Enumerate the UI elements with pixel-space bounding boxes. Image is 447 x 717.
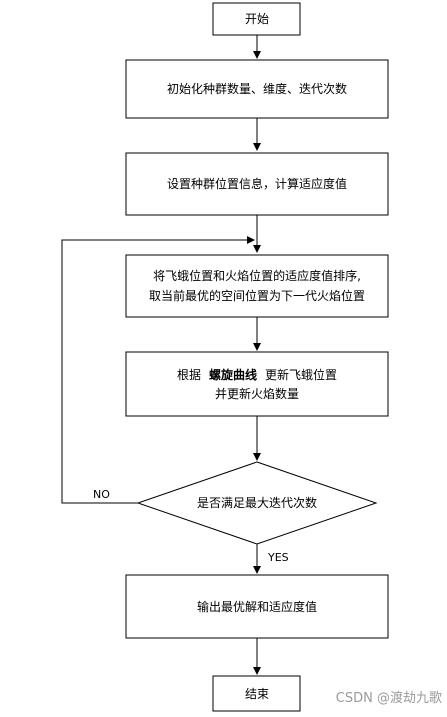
edge-label-no: NO xyxy=(93,488,110,501)
update-label-line2: 并更新火焰数量 xyxy=(215,386,299,401)
update-label-suffix: 更新飞蛾位置 xyxy=(265,367,337,382)
end-node xyxy=(212,675,301,712)
watermark: CSDN @渡劫九歌 xyxy=(336,690,442,706)
update-step xyxy=(125,351,389,417)
decision-label: 是否满足最大迭代次数 xyxy=(197,495,317,510)
fitness-step xyxy=(125,152,389,216)
end-label: 结束 xyxy=(245,687,269,701)
init-step xyxy=(125,59,389,119)
decision-node xyxy=(136,461,378,545)
sort-label-line1: 将飞蛾位置和火焰位置的适应度值排序, xyxy=(153,268,361,283)
update-label-prefix: 根据 xyxy=(177,368,201,382)
sort-label-line2: 取当前最优的空间位置为下一代火焰位置 xyxy=(149,288,365,303)
sort-step xyxy=(125,254,389,318)
start-node xyxy=(212,2,301,36)
output-label: 输出最优解和适应度值 xyxy=(197,599,317,614)
edge-loop-no xyxy=(61,236,255,504)
update-label-line1: 根据螺旋曲线更新飞蛾位置 xyxy=(177,367,337,382)
fitness-label: 设置种群位置信息，计算适应度值 xyxy=(167,176,347,191)
edge-label-yes: YES xyxy=(267,551,289,564)
init-label: 初始化种群数量、维度、迭代次数 xyxy=(167,81,347,96)
update-label-emphasis: 螺旋曲线 xyxy=(209,367,257,382)
start-label: 开始 xyxy=(245,12,269,26)
output-step xyxy=(125,574,389,639)
